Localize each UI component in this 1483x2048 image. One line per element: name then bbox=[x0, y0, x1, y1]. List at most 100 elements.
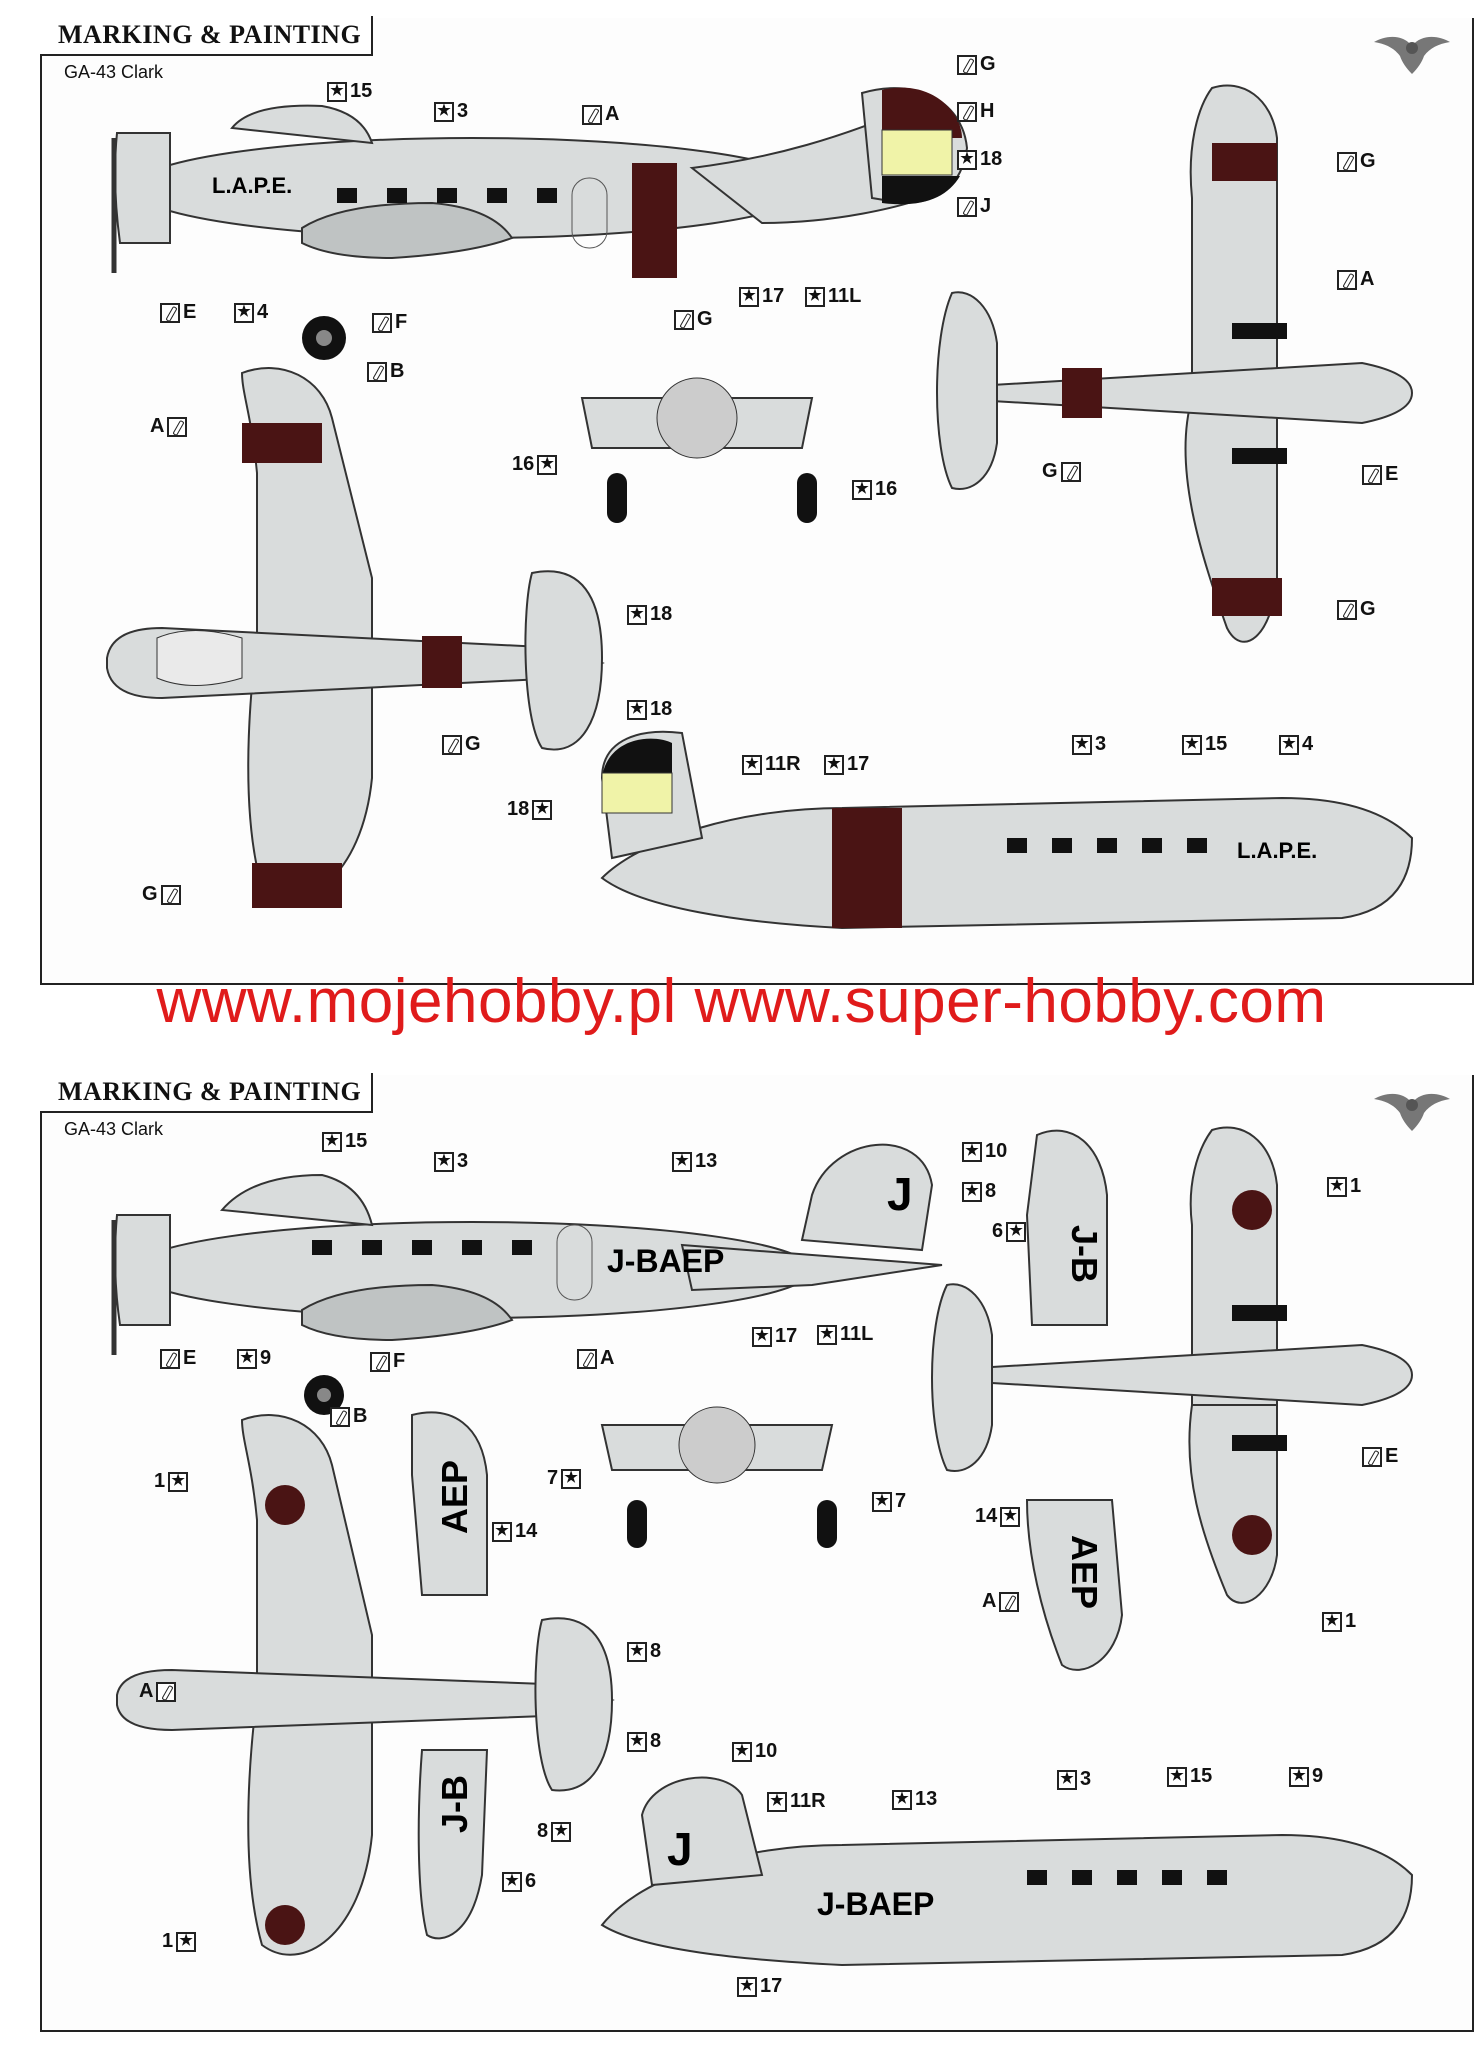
decal-box-icon bbox=[1057, 1769, 1077, 1790]
callout: G bbox=[1337, 598, 1376, 621]
callout: 10 bbox=[962, 1140, 1007, 1163]
paint-box-icon bbox=[167, 416, 188, 437]
callout: 8 bbox=[627, 1730, 661, 1753]
callout: 1 bbox=[162, 1930, 197, 1953]
decal-box-icon bbox=[627, 1731, 647, 1752]
wing-text-jb: J-B bbox=[1064, 1225, 1105, 1283]
paint-box-icon bbox=[1337, 151, 1357, 172]
callout: 7 bbox=[547, 1467, 582, 1490]
callout: 10 bbox=[732, 1740, 777, 1763]
paint-box-icon bbox=[957, 196, 977, 217]
paint-box-icon bbox=[160, 884, 181, 905]
decal-box-icon bbox=[1000, 1506, 1021, 1527]
decal-box-icon bbox=[805, 286, 825, 307]
decal-box-icon bbox=[176, 1931, 197, 1952]
marking-sheet-2: MARKING & PAINTING GA-43 Clark J J-BA bbox=[40, 1073, 1474, 2032]
top-view-left-2: AEP J-B bbox=[116, 1411, 615, 1956]
paint-box-icon bbox=[999, 1591, 1020, 1612]
callout: 17 bbox=[739, 285, 784, 308]
callout: E bbox=[160, 301, 196, 324]
callout: 18 bbox=[957, 148, 1002, 171]
callout: 11L bbox=[805, 285, 861, 308]
decal-box-icon bbox=[752, 1326, 772, 1347]
callout: 15 bbox=[322, 1130, 367, 1153]
decal-box-icon bbox=[237, 1348, 257, 1369]
decal-box-icon bbox=[767, 1791, 787, 1812]
side-view-2: L.A.P.E. bbox=[600, 730, 1414, 930]
callout: 6 bbox=[502, 1870, 536, 1893]
decal-box-icon bbox=[962, 1141, 982, 1162]
decal-box-icon bbox=[502, 1871, 522, 1892]
callout: 1 bbox=[154, 1470, 189, 1493]
paint-box-icon bbox=[1060, 461, 1081, 482]
decal-box-icon bbox=[817, 1324, 837, 1345]
tail-letter: J bbox=[887, 1168, 913, 1220]
wing-panel-a: J-B bbox=[1025, 1129, 1108, 1326]
decal-box-icon bbox=[732, 1741, 752, 1762]
callout: E bbox=[1362, 463, 1398, 486]
decal-box-icon bbox=[322, 1131, 342, 1152]
callout: 11R bbox=[742, 753, 801, 776]
callout: E bbox=[1362, 1445, 1398, 1468]
callout: G bbox=[142, 883, 181, 906]
wing-text-aep-2: AEP bbox=[434, 1460, 475, 1534]
callout: G bbox=[442, 733, 481, 756]
callout: 13 bbox=[892, 1788, 937, 1811]
callout: 8 bbox=[627, 1640, 661, 1663]
paint-box-icon bbox=[370, 1351, 390, 1372]
callout: 14 bbox=[492, 1520, 537, 1543]
paint-box-icon bbox=[1362, 464, 1382, 485]
callout: 1 bbox=[1322, 1610, 1356, 1633]
gear-view-1 bbox=[580, 377, 817, 523]
callout: 17 bbox=[824, 753, 869, 776]
callout: 6 bbox=[992, 1220, 1027, 1243]
callout: G bbox=[1042, 460, 1081, 483]
top-view-right-2: AEP bbox=[931, 1126, 1414, 1671]
callout: A bbox=[150, 415, 188, 438]
paint-box-icon bbox=[1337, 599, 1357, 620]
decal-box-icon bbox=[1072, 734, 1092, 755]
paint-box-icon bbox=[582, 104, 602, 125]
paint-box-icon bbox=[442, 734, 462, 755]
decal-box-icon bbox=[962, 1181, 982, 1202]
wing-text-jb-2: J-B bbox=[434, 1775, 475, 1833]
model-name: GA-43 Clark bbox=[64, 1119, 164, 1139]
tail-letter-2: J bbox=[667, 1823, 693, 1875]
callout: 17 bbox=[737, 1975, 782, 1998]
callout: 7 bbox=[872, 1490, 906, 1513]
callout: 18 bbox=[627, 603, 672, 626]
decal-box-icon bbox=[434, 101, 454, 122]
callout: 3 bbox=[1057, 1768, 1091, 1791]
registration: J-BAEP bbox=[607, 1243, 724, 1279]
callout: 16 bbox=[512, 453, 558, 476]
model-name: GA-43 Clark bbox=[64, 62, 164, 82]
decal-box-icon bbox=[739, 286, 759, 307]
paint-box-icon bbox=[330, 1406, 350, 1427]
callout: E bbox=[160, 1347, 196, 1370]
decal-box-icon bbox=[1167, 1766, 1187, 1787]
decal-box-icon bbox=[234, 302, 254, 323]
decal-box-icon bbox=[957, 149, 977, 170]
callout: J bbox=[957, 195, 991, 218]
callout: A bbox=[982, 1590, 1020, 1613]
paint-box-icon bbox=[160, 1348, 180, 1369]
callout: G bbox=[674, 308, 713, 331]
decal-box-icon bbox=[824, 754, 844, 775]
callout: 9 bbox=[237, 1347, 271, 1370]
callout: 3 bbox=[434, 100, 468, 123]
decal-box-icon bbox=[1289, 1766, 1309, 1787]
callout: 8 bbox=[537, 1820, 572, 1843]
decal-box-icon bbox=[537, 454, 558, 475]
callout: A bbox=[1337, 268, 1374, 291]
paint-box-icon bbox=[1337, 269, 1357, 290]
decal-box-icon bbox=[627, 699, 647, 720]
decal-box-icon bbox=[1182, 734, 1202, 755]
top-view-right bbox=[936, 84, 1414, 643]
callout: 13 bbox=[672, 1150, 717, 1173]
decal-box-icon bbox=[327, 81, 347, 102]
decal-box-icon bbox=[872, 1491, 892, 1512]
decal-box-icon bbox=[672, 1151, 692, 1172]
paint-box-icon bbox=[372, 312, 392, 333]
gear-view-2 bbox=[600, 1406, 837, 1548]
callout: 16 bbox=[852, 478, 897, 501]
